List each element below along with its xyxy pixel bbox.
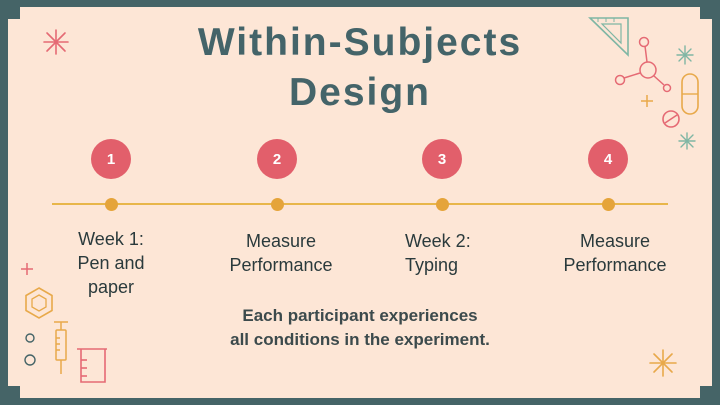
sparkle-icon <box>649 349 677 377</box>
summary-line-2: all conditions in the experiment. <box>230 330 490 349</box>
page-title: Within-Subjects Design <box>0 18 720 118</box>
bubbles-icon <box>24 333 36 366</box>
timeline-dot-1 <box>105 198 118 211</box>
hexagon-icon <box>25 287 53 319</box>
set-square-icon <box>588 17 629 57</box>
step-label-2: Measure Performance <box>229 231 333 275</box>
step-number-1: 1 <box>91 139 131 179</box>
summary-line-1: Each participant experiences <box>242 306 478 325</box>
pill-capsule-icon <box>681 73 699 115</box>
timeline-dot-4 <box>602 198 615 211</box>
slide-card <box>8 7 712 398</box>
sparkle-icon <box>678 132 696 150</box>
plus-icon <box>641 95 653 107</box>
syringe-icon <box>54 321 68 374</box>
step-number-2: 2 <box>257 139 297 179</box>
timeline-dot-3 <box>436 198 449 211</box>
title-line-1: Within-Subjects <box>197 21 523 64</box>
tablet-icon <box>662 110 680 128</box>
step-number-3: 3 <box>422 139 462 179</box>
timeline-dot-2 <box>271 198 284 211</box>
step-number-4: 4 <box>588 139 628 179</box>
sparkle-icon <box>676 45 694 65</box>
sparkle-icon <box>43 29 69 55</box>
molecule-icon <box>614 36 672 93</box>
step-label-4: Measure Performance <box>563 231 667 275</box>
step-label-1: Week 1: Pen and paper <box>77 229 145 297</box>
step-label-3: Week 2: Typing <box>405 231 471 275</box>
title-line-2: Design <box>288 71 432 114</box>
summary-note: Each participant experiences all conditi… <box>170 304 550 352</box>
plus-icon <box>21 263 33 275</box>
beaker-icon <box>77 348 107 383</box>
timeline-line <box>52 203 668 205</box>
